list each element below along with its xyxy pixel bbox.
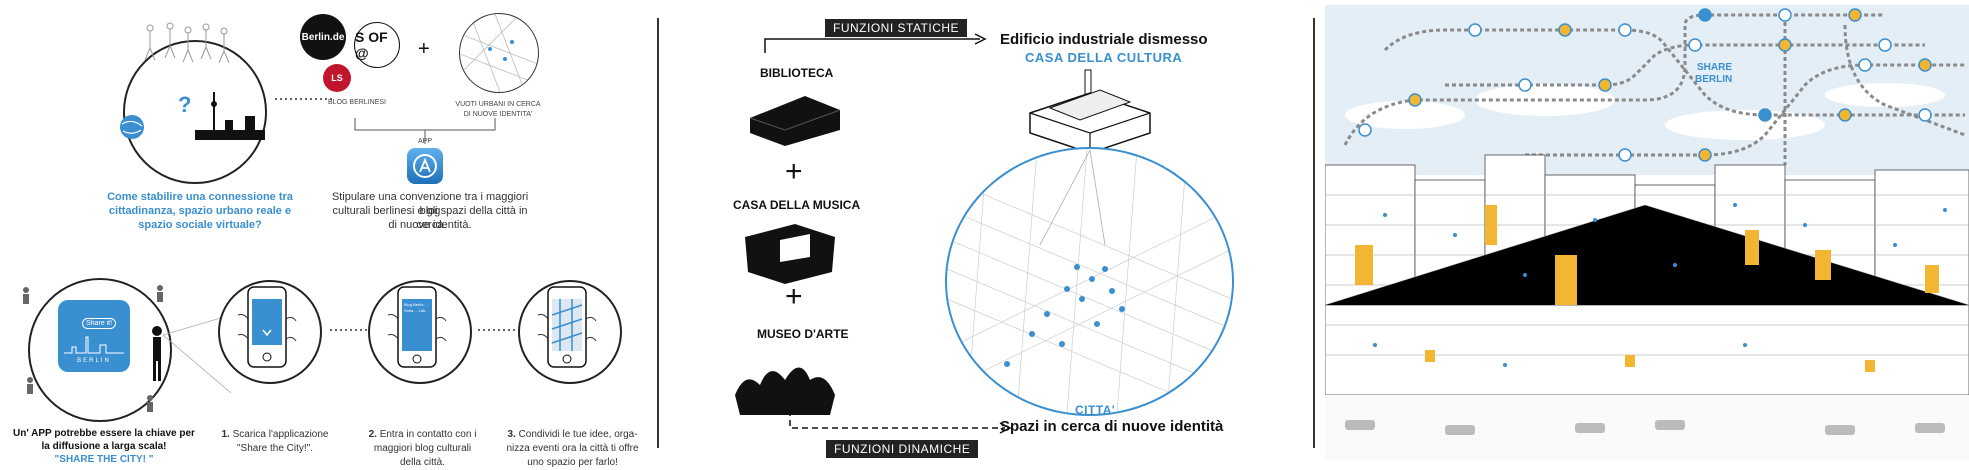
dynamic-arrow (789, 400, 1012, 434)
logo-berlin-de: Berlin.de (300, 14, 346, 60)
answer-line-3: di nuove identità. (388, 219, 472, 231)
plus-sign: + (418, 38, 430, 60)
app-icon-label: BERLIN (77, 358, 111, 364)
question-mark: ? (178, 92, 192, 117)
plus-2: + (785, 280, 803, 313)
urban-voids-map-circle (459, 13, 539, 93)
building-title: Edificio industriale dismesso (1000, 31, 1208, 48)
step-2-number: 2. (368, 429, 377, 440)
step-2-screen-text: Blog Berlin: ... Sofia ... Ldk. (404, 302, 429, 313)
claim-line-1: Un' APP potrebbe essere la chiave per (13, 428, 195, 439)
step-1-phone (237, 286, 297, 368)
share-berlin-line-2: BERLIN (1695, 74, 1733, 85)
logo-lb: LS (323, 64, 351, 92)
connection-circle (123, 40, 267, 184)
music-house-label: CASA DELLA MUSICA (733, 198, 861, 212)
step-3-line-1: Condividi le tue idee, orga- (518, 429, 638, 440)
industrial-building-icon (1029, 69, 1151, 154)
city-panorama (1325, 5, 1969, 460)
share-berlin-line-1: SHARE (1697, 62, 1733, 73)
dotted-connector (275, 98, 335, 100)
plus-1: + (785, 155, 803, 188)
step-2-line-1: Entra in contatto con i (379, 429, 477, 440)
answer-line-2: culturali berlinesi e gli spazi della ci… (332, 205, 528, 231)
app-caption: APP (417, 138, 432, 145)
dynamic-functions-label: FUNZIONI DINAMICHE (826, 440, 979, 458)
step-3-phone (537, 286, 597, 368)
art-museum-label: MUSEO D'ARTE (757, 327, 849, 341)
claim-line-2: la diffusione a larga scala! (41, 441, 167, 452)
city-label: CITTA' (1075, 403, 1116, 417)
question-line-2: cittadinanza, spazio urbano reale e (108, 205, 292, 217)
app-icon-bubble: Share it! (82, 318, 117, 329)
step-3-text: 3. Condividi le tue idee, orga- nizza ev… (505, 428, 640, 470)
people-sitting-icons (23, 285, 163, 412)
dotted-connector-1-2 (330, 329, 370, 331)
music-house-icon (745, 224, 835, 284)
app-icon-share-berlin (58, 300, 130, 372)
answer-line-1: Stipulare una convenzione tra i maggiori… (331, 191, 529, 217)
city-circle (945, 147, 1234, 416)
blog-caption: BLOG BERLINESI (328, 99, 386, 106)
step-3-line-3: uno spazio per farlo! (527, 457, 618, 468)
divider-2 (1313, 18, 1315, 448)
step-2-phone (387, 286, 447, 368)
culture-house-title: CASA DELLA CULTURA (1025, 50, 1183, 65)
library-building-icon (749, 96, 841, 146)
step-1-line-1: Scarica l'applicazione (232, 429, 329, 440)
divider-1 (657, 18, 659, 448)
berlin-skyline-icon (195, 92, 265, 140)
claim-line-3: "SHARE THE CITY! " (54, 454, 154, 465)
art-museum-icon (735, 367, 835, 415)
step-2-line-3: della città. (399, 457, 446, 468)
crowd-illustration (144, 22, 230, 64)
logo-sofa: S OF @ (354, 22, 400, 68)
step-2-line-2: maggiori blog culturali (373, 443, 472, 454)
static-arrow (764, 33, 987, 53)
app-icon-skyline (64, 336, 124, 354)
question-line-3: spazio sociale virtuale? (138, 219, 262, 231)
library-label: BIBLIOTECA (760, 66, 834, 80)
person-with-phone-icon (152, 326, 162, 381)
circle-sight-lines (1039, 149, 1106, 246)
voids-caption-line2: DI NUOVE IDENTITA' (463, 111, 533, 118)
bracket-connector (354, 118, 496, 144)
step-3-line-2: nizza eventi ora la città ti offre (506, 443, 639, 454)
app-store-glyph (413, 154, 437, 178)
voids-caption-line1: VUOTI URBANI IN CERCA (455, 101, 541, 108)
spaces-title: Spazi in cerca di nuove identità (1000, 418, 1224, 435)
step-3-number: 3. (507, 429, 516, 440)
step-2-text: 2. Entra in contatto con i maggiori blog… (360, 428, 485, 470)
static-functions-label: FUNZIONI STATICHE (825, 19, 968, 37)
globe-icon (120, 115, 144, 139)
dotted-connector-2-3 (478, 329, 518, 331)
step-1-text: 1. Scarica l'applicazione "Share the Cit… (215, 428, 335, 456)
step-1-number: 1. (221, 429, 230, 440)
step-1-line-2: "Share the City!". (236, 443, 314, 454)
question-line-1: Come stabilire una connessione tra (107, 191, 293, 203)
